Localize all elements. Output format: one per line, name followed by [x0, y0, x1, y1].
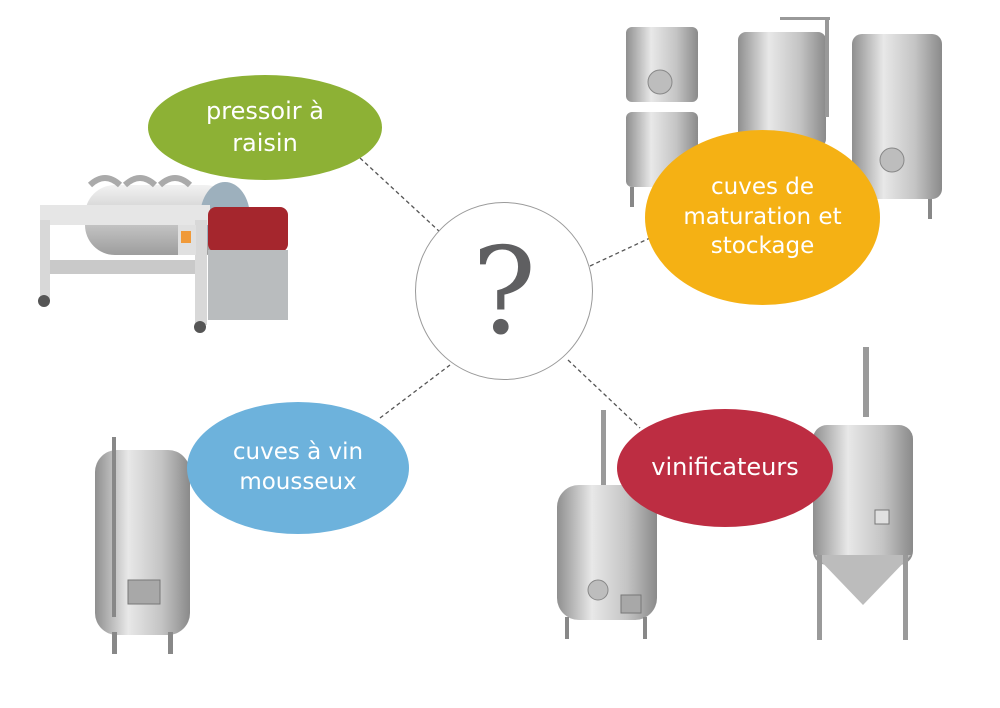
- fermenter-tanks-image: [557, 347, 913, 640]
- sparkling-tank-image: [95, 437, 190, 654]
- bubble-label-line: cuves de: [710, 173, 815, 200]
- bubble-label-line: vinificateurs: [651, 453, 799, 482]
- bubble-label-line: maturation et: [683, 203, 842, 230]
- connector-fermenters: [567, 359, 641, 429]
- connector-press: [359, 157, 441, 233]
- bubble-label-line: raisin: [232, 128, 298, 157]
- bubble-sparkling-tanks: cuves à vin mousseux: [187, 402, 409, 534]
- question-mark-icon: ?: [471, 223, 537, 362]
- bubble-label-line: cuves à vin: [232, 439, 364, 466]
- grape-press-image: [38, 175, 288, 333]
- bubble-label-line: pressoir à: [206, 97, 324, 126]
- bubble-grape-press: pressoir à raisin: [148, 75, 382, 180]
- center-question-circle: ?: [415, 202, 593, 380]
- bubble-fermenters: vinificateurs: [617, 409, 833, 527]
- bubble-storage-tanks: cuves de maturation et stockage: [645, 130, 880, 305]
- connector-storage: [589, 237, 651, 267]
- bubble-label-line: mousseux: [239, 469, 357, 495]
- connector-sparkling: [379, 364, 451, 419]
- bubble-label-line: stockage: [710, 233, 815, 260]
